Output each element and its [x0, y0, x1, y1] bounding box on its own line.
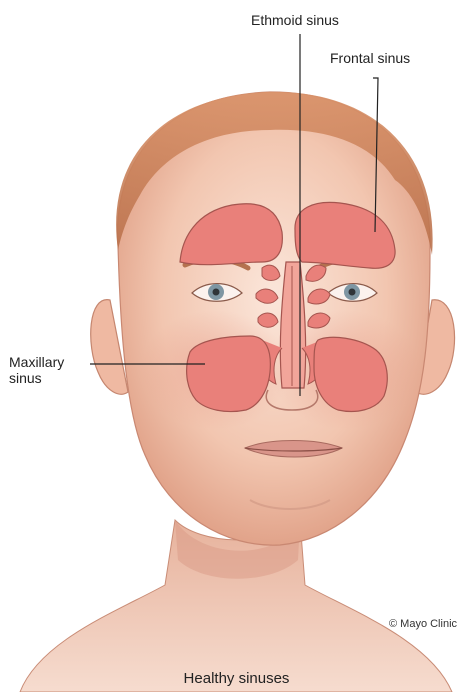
maxillary-sinus-label-line2: sinus: [9, 370, 42, 386]
shoulders: [20, 520, 452, 692]
figure-caption: Healthy sinuses: [0, 670, 473, 687]
ethmoid-sinus-label: Ethmoid sinus: [251, 12, 339, 28]
copyright-notice: © Mayo Clinic: [389, 618, 457, 630]
frontal-sinus-label: Frontal sinus: [330, 50, 410, 66]
maxillary-sinus-label-line1: Maxillary: [9, 354, 64, 370]
maxillary-sinus-left: [187, 336, 271, 412]
